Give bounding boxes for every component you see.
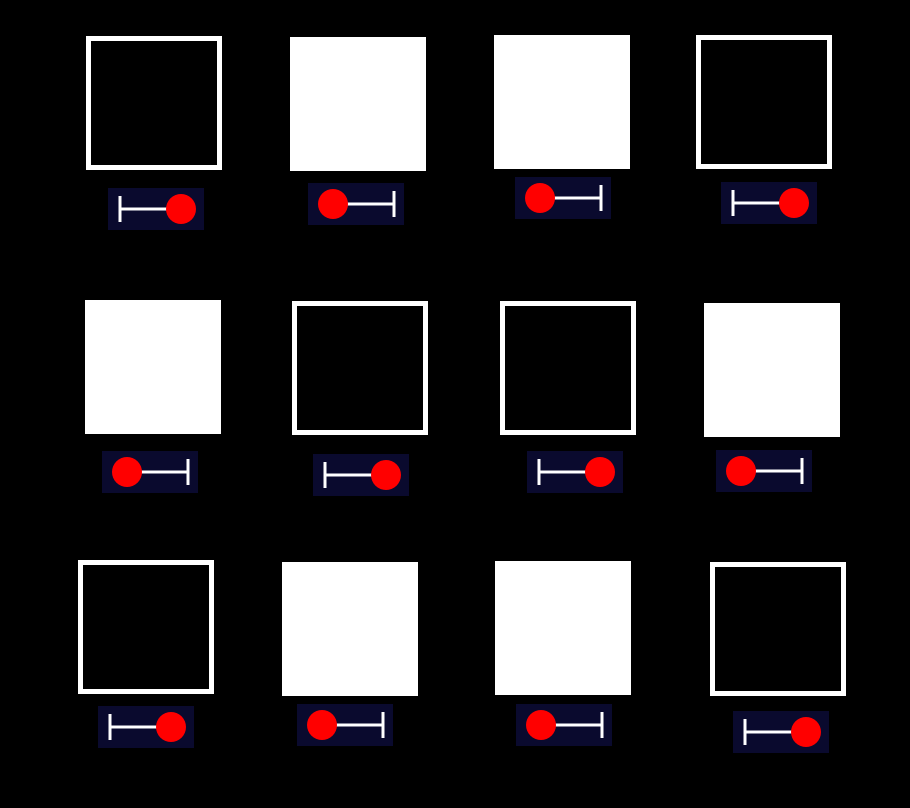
- toggle-graphic: [525, 183, 603, 213]
- toggle-graphic: [526, 710, 604, 740]
- toggle-switch[interactable]: [297, 704, 393, 746]
- toggle-graphic: [118, 194, 196, 224]
- toggle-knob[interactable]: [779, 188, 809, 218]
- toggle-graphic: [743, 717, 821, 747]
- toggle-knob[interactable]: [791, 717, 821, 747]
- toggle-knob[interactable]: [156, 712, 186, 742]
- toggle-switch[interactable]: [102, 451, 198, 493]
- tile[interactable]: [282, 562, 418, 696]
- tile[interactable]: [696, 35, 832, 169]
- toggle-switch[interactable]: [716, 450, 812, 492]
- tile[interactable]: [290, 37, 426, 171]
- toggle-graphic: [112, 457, 190, 487]
- toggle-graphic: [318, 189, 396, 219]
- toggle-switch[interactable]: [308, 183, 404, 225]
- toggle-knob[interactable]: [307, 710, 337, 740]
- tile[interactable]: [494, 35, 630, 169]
- tile[interactable]: [500, 301, 636, 435]
- toggle-knob[interactable]: [525, 183, 555, 213]
- toggle-knob[interactable]: [318, 189, 348, 219]
- toggle-switch[interactable]: [98, 706, 194, 748]
- tile[interactable]: [292, 301, 428, 435]
- toggle-switch[interactable]: [721, 182, 817, 224]
- tile[interactable]: [78, 560, 214, 694]
- tile[interactable]: [495, 561, 631, 695]
- toggle-knob[interactable]: [585, 457, 615, 487]
- toggle-graphic: [108, 712, 186, 742]
- toggle-knob[interactable]: [112, 457, 142, 487]
- toggle-switch[interactable]: [733, 711, 829, 753]
- toggle-graphic: [537, 457, 615, 487]
- toggle-graphic: [323, 460, 401, 490]
- toggle-graphic: [307, 710, 385, 740]
- toggle-switch[interactable]: [108, 188, 204, 230]
- toggle-graphic: [726, 456, 804, 486]
- toggle-graphic: [731, 188, 809, 218]
- toggle-knob[interactable]: [526, 710, 556, 740]
- toggle-switch[interactable]: [313, 454, 409, 496]
- toggle-knob[interactable]: [726, 456, 756, 486]
- toggle-knob[interactable]: [371, 460, 401, 490]
- tile[interactable]: [86, 36, 222, 170]
- tile[interactable]: [710, 562, 846, 696]
- toggle-switch[interactable]: [516, 704, 612, 746]
- tile[interactable]: [704, 303, 840, 437]
- toggle-switch[interactable]: [515, 177, 611, 219]
- tile[interactable]: [85, 300, 221, 434]
- toggle-knob[interactable]: [166, 194, 196, 224]
- toggle-switch[interactable]: [527, 451, 623, 493]
